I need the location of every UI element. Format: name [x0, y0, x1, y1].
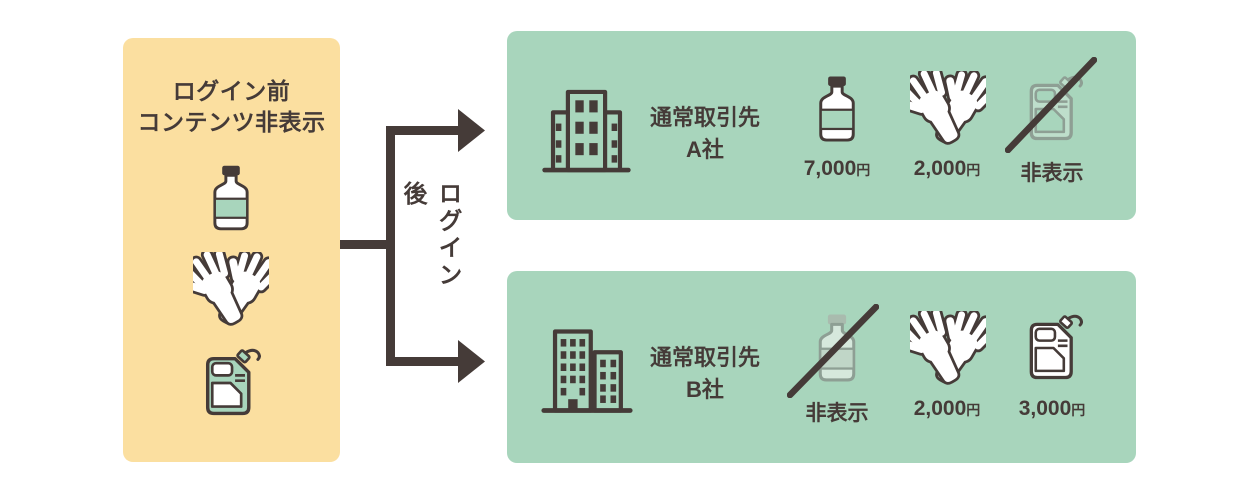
partner-a-name-line1: 通常取引先 — [649, 105, 760, 130]
gloves-icon — [910, 311, 986, 387]
pre-login-panel: ログイン前 コンテンツ非表示 — [123, 38, 340, 462]
arrow-head-top — [458, 109, 485, 152]
price-b-jerrycan: 3,000円 — [1018, 397, 1086, 420]
price-b-gloves: 2,000円 — [913, 397, 981, 420]
partner-b-name-line1: 通常取引先 — [649, 345, 760, 370]
office-building-icon — [542, 89, 631, 173]
pre-login-title-line2: コンテンツ非表示 — [137, 109, 326, 135]
jerrycan-icon — [1021, 313, 1083, 383]
partner-a-name-line2: A社 — [686, 137, 724, 162]
price-a-gloves: 2,000円 — [913, 157, 981, 180]
slash-icon — [787, 304, 879, 398]
price-a-jerrycan-hidden: 非表示 — [1020, 162, 1084, 185]
pre-login-title-line1: ログイン前 — [172, 78, 291, 104]
partner-a-name: 通常取引先 A社 — [633, 102, 777, 166]
price-b-bottle-hidden: 非表示 — [805, 402, 869, 425]
connector-label: ログイン後 — [399, 181, 461, 289]
partner-b-card: 通常取引先 B社 非表示 2,000円 3,000円 — [507, 271, 1136, 463]
bottle-icon — [814, 75, 860, 143]
office-building-icon — [541, 329, 633, 413]
gloves-icon — [910, 71, 986, 147]
arrow-head-bottom — [458, 340, 485, 383]
pre-login-title: ログイン前 コンテンツ非表示 — [123, 76, 340, 138]
slash-icon — [1005, 57, 1097, 153]
partner-b-name-line2: B社 — [686, 377, 724, 402]
partner-b-name: 通常取引先 B社 — [633, 342, 777, 406]
price-a-bottle: 7,000円 — [803, 157, 871, 180]
partner-a-card: 通常取引先 A社 7,000円 2,000円 非表示 — [507, 31, 1136, 220]
